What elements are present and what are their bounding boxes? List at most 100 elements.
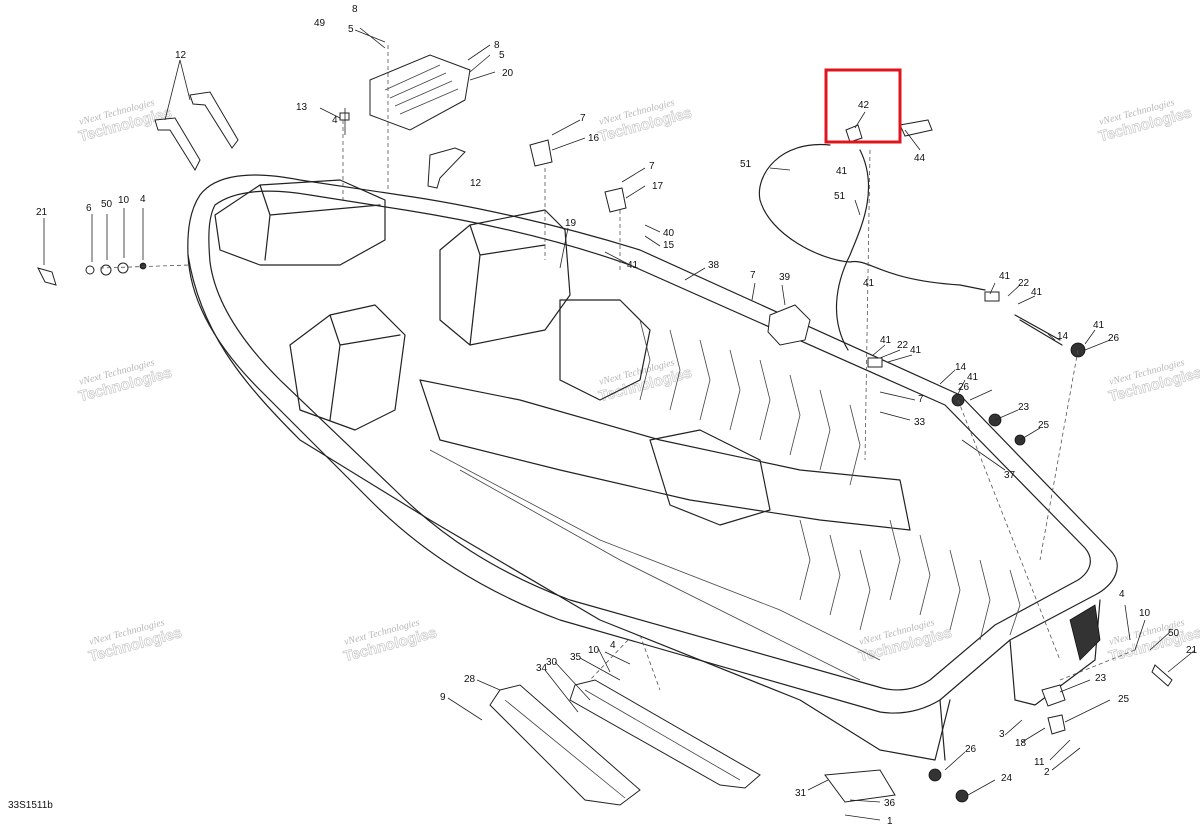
callout-label: 37 [1004, 470, 1016, 481]
callout-label: 12 [175, 50, 187, 61]
callout-label: 41 [863, 278, 875, 289]
alignment-lines [99, 45, 1136, 691]
parts-layer [37, 54, 1173, 806]
callout-label: 25 [1118, 694, 1130, 705]
callout-label: 9 [440, 692, 446, 703]
callout-label: 41 [910, 345, 922, 356]
callout-label: 41 [1093, 320, 1105, 331]
callout-label: 4 [140, 194, 146, 205]
check-valve [984, 291, 1000, 302]
callout-label: 33 [914, 417, 926, 428]
callout-label: 12 [470, 178, 482, 189]
grab-strap [427, 147, 466, 189]
callout-label: 41 [1031, 287, 1043, 298]
drain-plug [1041, 684, 1066, 707]
callout-label: 22 [1018, 278, 1030, 289]
ride-plate [824, 769, 896, 803]
callout-label: 10 [118, 195, 130, 206]
callout-label: 10 [588, 645, 600, 656]
callout-label: 14 [1057, 331, 1069, 342]
callout-label: 51 [834, 191, 846, 202]
center-channel [419, 379, 911, 531]
vent-cap [899, 119, 933, 137]
bracket [604, 187, 627, 213]
clip [339, 112, 350, 121]
callout-label: 34 [536, 663, 548, 674]
callout-label: 7 [750, 270, 756, 281]
callout-label: 21 [36, 207, 48, 218]
callout-label: 36 [884, 798, 896, 809]
callout-label: 4 [610, 640, 616, 651]
hull-inner-edge [208, 190, 1091, 691]
callout-label: 10 [1139, 608, 1151, 619]
bilge-pump [767, 304, 811, 346]
callout-label: 21 [1186, 645, 1198, 656]
fitting [928, 768, 942, 782]
engine-bay-outline [559, 299, 771, 526]
callout-label: 16 [588, 133, 600, 144]
callout-label: 39 [779, 272, 791, 283]
floor-line [429, 449, 881, 661]
callout-label: 50 [1168, 628, 1180, 639]
callout-label: 30 [546, 657, 558, 668]
bracket [529, 139, 553, 167]
drawing-reference-code: 33S1511b [8, 800, 53, 811]
callout-label: 19 [565, 218, 577, 229]
callout-label: 40 [663, 228, 675, 239]
console-box [289, 304, 406, 431]
callout-label: 28 [464, 674, 476, 685]
callout-label: 23 [1018, 402, 1030, 413]
callout-label: 7 [649, 161, 655, 172]
callout-label: 51 [740, 159, 752, 170]
grab-handle [189, 91, 239, 149]
callout-label: 25 [1038, 420, 1050, 431]
hull-side [187, 254, 951, 761]
callout-label: 49 [314, 18, 326, 29]
drain-plug [1047, 714, 1066, 735]
callout-label: 7 [918, 394, 924, 405]
callout-label: 38 [708, 260, 720, 271]
callout-label: 2 [1044, 767, 1050, 778]
vent-grill [369, 54, 471, 131]
callout-label: 23 [1095, 673, 1107, 684]
check-valve [867, 357, 883, 368]
callout-label: 44 [914, 153, 926, 164]
callout-label: 13 [296, 102, 308, 113]
callout-label: 4 [332, 115, 338, 126]
callout-label: 17 [652, 181, 664, 192]
floor-line [459, 469, 861, 681]
highlight-box [824, 68, 902, 144]
callout-label: 31 [795, 788, 807, 799]
callout-label: 35 [570, 652, 582, 663]
callout-label: 26 [965, 744, 977, 755]
callout-label: 41 [999, 271, 1011, 282]
vent-hose-tube [1014, 314, 1061, 341]
callout-label: 5 [499, 50, 505, 61]
callout-label: 7 [580, 113, 586, 124]
seat-pedestal [439, 209, 571, 346]
callout-label: 15 [663, 240, 675, 251]
vent-clamp [845, 124, 863, 143]
sponson [489, 684, 641, 806]
callout-label: 5 [348, 24, 354, 35]
washer [100, 264, 112, 276]
callout-label: 6 [86, 203, 92, 214]
callout-label: 4 [1119, 589, 1125, 600]
callout-label: 41 [627, 260, 639, 271]
callout-label: 42 [858, 100, 870, 111]
washer [117, 262, 129, 274]
fitting [955, 789, 969, 803]
callout-label: 41 [967, 372, 979, 383]
callout-label: 3 [999, 729, 1005, 740]
front-storage [214, 179, 386, 266]
hook [37, 267, 57, 286]
callout-label: 26 [958, 382, 970, 393]
stringers [639, 319, 1021, 641]
intake-grate [1069, 604, 1101, 661]
callout-label: 41 [836, 166, 848, 177]
callout-label: 41 [880, 335, 892, 346]
callout-label: 8 [494, 40, 500, 51]
callout-label: 8 [352, 4, 358, 15]
callout-label: 18 [1015, 738, 1027, 749]
